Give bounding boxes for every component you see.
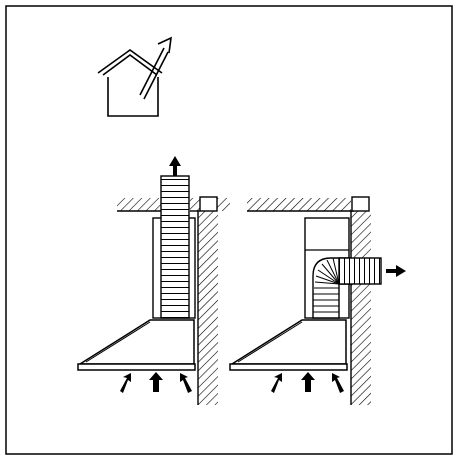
intake-arrow-icon (271, 373, 282, 393)
intake-arrow-icon (149, 372, 163, 392)
intake-arrow-icon (332, 373, 344, 393)
hood-side-exhaust (229, 196, 382, 405)
intake-arrow-icon (180, 373, 192, 393)
sideways-exhaust-arrow-icon (386, 265, 406, 277)
intake-arrow-icon (301, 372, 315, 392)
intake-arrows-right (271, 372, 344, 393)
upward-exhaust-arrow-icon (169, 156, 181, 176)
house-with-exhaust-arrow-icon (97, 36, 172, 117)
outer-frame (5, 5, 453, 455)
hood-upward-exhaust (77, 175, 230, 405)
intake-arrows-left (120, 372, 192, 393)
intake-arrow-icon (120, 373, 131, 393)
